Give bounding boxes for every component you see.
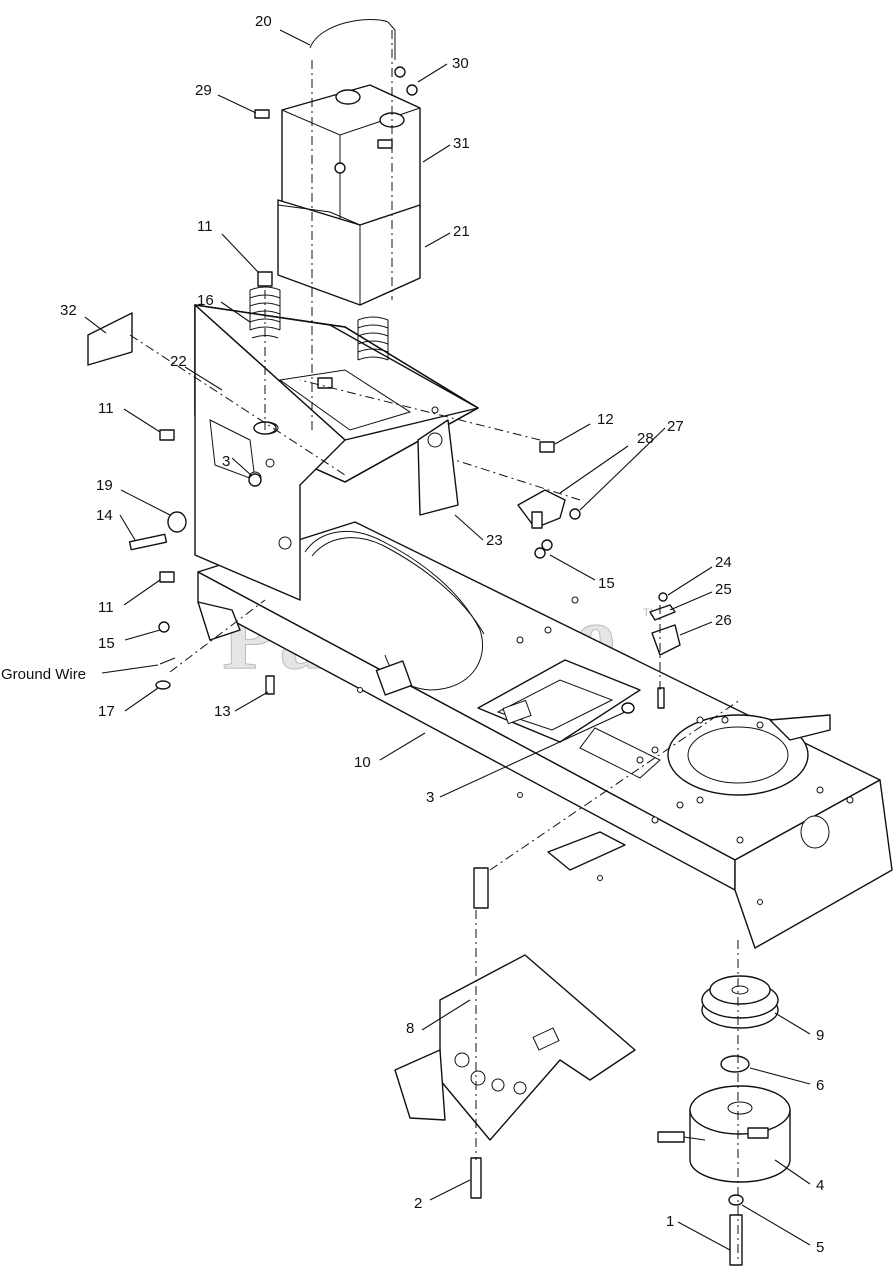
washer xyxy=(720,1055,750,1073)
battery xyxy=(281,84,421,233)
callout-8: 8 xyxy=(406,1020,414,1037)
callout-17: 17 xyxy=(98,703,115,720)
decal xyxy=(87,312,133,366)
bracket-bolt xyxy=(470,1157,482,1199)
callout-32: 32 xyxy=(60,302,77,319)
callout-25: 25 xyxy=(715,581,732,598)
callout-9: 9 xyxy=(816,1027,824,1044)
callout-10: 10 xyxy=(354,754,371,771)
callout-4: 4 xyxy=(816,1177,824,1194)
callout-3-frame: 3 xyxy=(426,789,434,806)
callout-30: 30 xyxy=(452,55,469,72)
callout-20: 20 xyxy=(255,13,272,30)
callout-15-left: 15 xyxy=(98,635,115,652)
pto-clutch xyxy=(657,1085,791,1183)
callout-11-mid: 11 xyxy=(98,400,114,417)
callout-28: 28 xyxy=(637,430,654,447)
callout-5: 5 xyxy=(816,1239,824,1256)
callout-22: 22 xyxy=(170,353,187,370)
callout-6: 6 xyxy=(816,1077,824,1094)
callout-2: 2 xyxy=(414,1195,422,1212)
callout-11-low: 11 xyxy=(98,599,114,616)
callout-24: 24 xyxy=(715,554,732,571)
callout-15-right: 15 xyxy=(598,575,615,592)
callout-21: 21 xyxy=(453,223,470,240)
callout-26: 26 xyxy=(715,612,732,629)
alignment-lines xyxy=(129,30,741,1260)
pto-bolt xyxy=(729,1214,743,1266)
callout-14: 14 xyxy=(96,507,113,524)
main-frame xyxy=(197,521,893,949)
callout-12: 12 xyxy=(597,411,614,428)
callout-16: 16 xyxy=(197,292,214,309)
hardware xyxy=(128,66,681,709)
spring-right xyxy=(357,316,389,361)
battery-box xyxy=(277,199,421,306)
callout-29: 29 xyxy=(195,82,212,99)
callout-27: 27 xyxy=(667,418,684,435)
callout-ground-wire: Ground Wire xyxy=(1,666,86,683)
callout-3-bracket: 3 xyxy=(222,453,230,470)
callout-19: 19 xyxy=(96,477,113,494)
callout-11-top: 11 xyxy=(197,218,213,235)
callout-13: 13 xyxy=(214,703,231,720)
callout-labels: 20 30 29 31 21 11 16 32 22 11 3 12 28 27… xyxy=(1,13,824,1256)
callout-1: 1 xyxy=(666,1213,674,1230)
callout-31: 31 xyxy=(453,135,470,152)
pto-bracket xyxy=(394,867,636,1141)
leader-lines xyxy=(84,29,811,1251)
pulley xyxy=(701,975,779,1029)
hold-down-rod xyxy=(309,19,396,60)
bushing xyxy=(728,1194,744,1206)
callout-23: 23 xyxy=(486,532,503,549)
battery-support-bracket xyxy=(194,304,479,601)
